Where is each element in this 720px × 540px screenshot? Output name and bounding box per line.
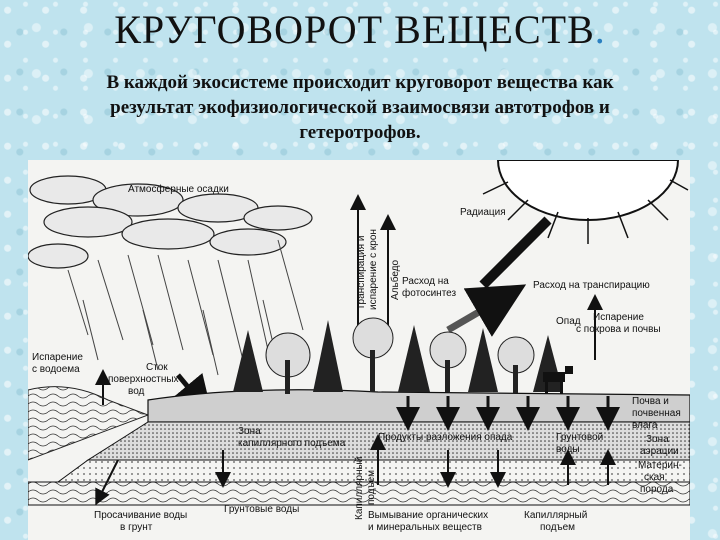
label-leaching-2: и минеральных веществ xyxy=(368,522,482,533)
label-runoff-3: вод xyxy=(128,386,145,397)
label-groundwater-flow-1: Грунтовой xyxy=(556,432,603,443)
radiation-arrow xyxy=(483,220,548,285)
label-aeration-2: аэрации xyxy=(640,446,679,457)
subtitle: В каждой экосистеме происходит круговоро… xyxy=(30,70,690,145)
label-parent-2: ская xyxy=(644,472,665,483)
label-soil-1: Почва и xyxy=(632,396,669,407)
cycle-diagram: Атмосферные осадки Транспирация и испаре… xyxy=(28,160,690,540)
label-soil-2: почвенная xyxy=(632,408,681,419)
label-capillary-rise-v-2: подъем xyxy=(366,470,377,505)
title-dot: . xyxy=(595,7,606,52)
label-transpiration-use: Расход на транспирацию xyxy=(533,280,650,291)
label-leaching-1: Вымывание органических xyxy=(368,510,488,521)
label-albedo: Альбедо xyxy=(389,259,401,300)
subtitle-line: гетеротрофов. xyxy=(30,120,690,145)
label-capillary-zone-1: Зона xyxy=(238,426,261,437)
page-title: КРУГОВОРОТ ВЕЩЕСТВ. xyxy=(0,6,720,53)
label-parent-1: Материн- xyxy=(638,460,682,471)
label-precipitation: Атмосферные осадки xyxy=(128,183,229,195)
label-photosynthesis-2: фотосинтез xyxy=(402,287,457,299)
label-evap-cover-2: с покрова и почвы xyxy=(576,324,661,335)
sun-icon xyxy=(483,160,688,244)
label-groundwater-flow-2: воды xyxy=(556,444,580,455)
label-evap-water-2: с водоема xyxy=(32,364,80,375)
label-aeration-1: Зона xyxy=(646,434,669,445)
label-soil-3: влага xyxy=(632,420,658,431)
transpiration-use-arrow xyxy=(448,295,508,330)
title-text: КРУГОВОРОТ ВЕЩЕСТВ xyxy=(114,7,595,52)
label-evap-cover-1: Испарение xyxy=(593,312,644,323)
label-transpiration-1: Транспирация и xyxy=(356,236,367,310)
label-capillary-rise-2: подъем xyxy=(540,522,575,533)
forest-icon xyxy=(233,318,563,394)
label-seepage-1: Просачивание воды xyxy=(94,510,187,521)
subtitle-line: результат экофизиологической взаимосвязи… xyxy=(30,95,690,120)
label-capillary-zone-2: капиллярного подъема xyxy=(238,438,346,449)
cycle-diagram-svg: Атмосферные осадки Транспирация и испаре… xyxy=(28,160,690,540)
label-transpiration-2: испарение с крон xyxy=(368,229,379,310)
subtitle-line: В каждой экосистеме происходит круговоро… xyxy=(30,70,690,95)
label-runoff-1: Сток xyxy=(146,362,168,373)
label-capillary-rise-v-1: Капиллярный xyxy=(354,457,365,520)
label-capillary-rise-1: Капиллярный xyxy=(524,510,587,521)
label-decomposition: Продукты разложения опада xyxy=(378,432,513,443)
label-seepage-2: в грунт xyxy=(120,522,153,533)
label-runoff-2: поверхностных xyxy=(108,374,179,385)
label-parent-3: порода xyxy=(640,484,674,495)
label-radiation: Радиация xyxy=(460,207,506,218)
label-evap-water-1: Испарение xyxy=(32,352,83,363)
label-photosynthesis-1: Расход на xyxy=(402,276,449,287)
label-groundwater: Грунтовые воды xyxy=(224,504,299,515)
